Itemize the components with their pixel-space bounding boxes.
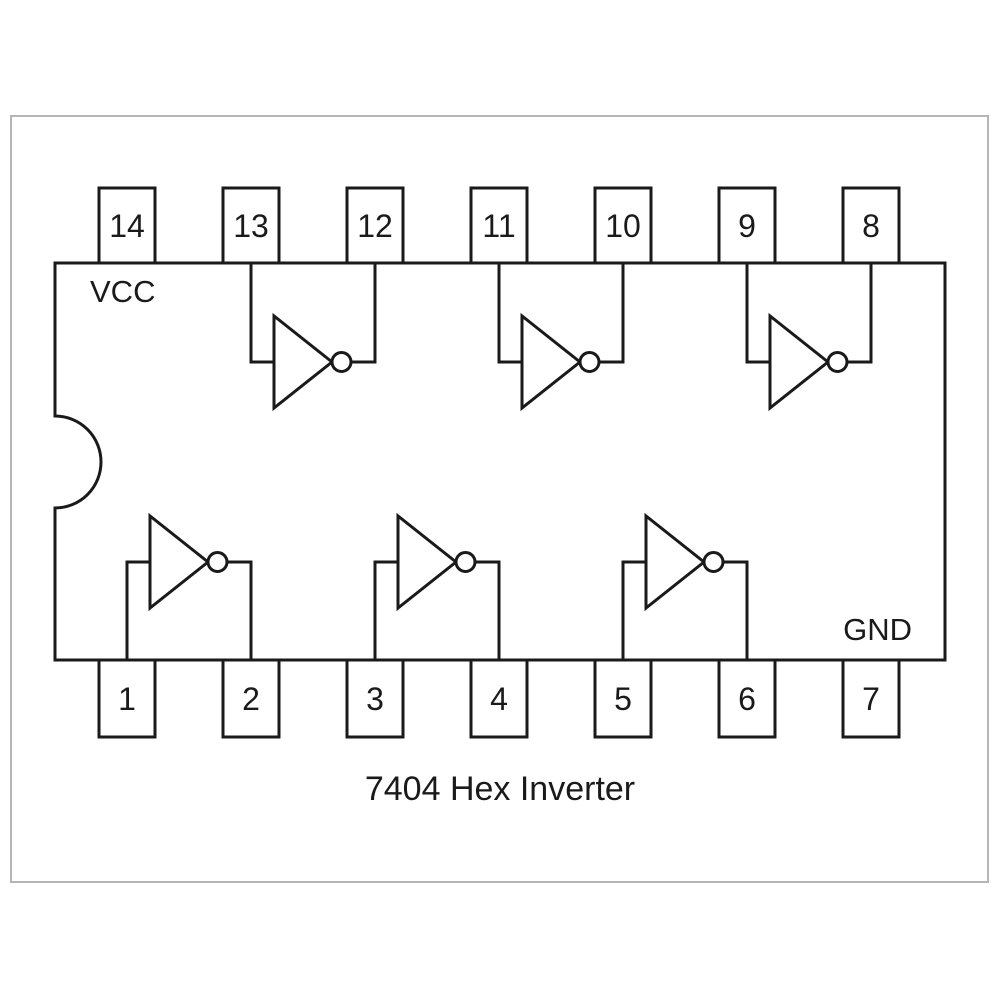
gate-4-triangle xyxy=(148,512,211,612)
gate-5-input-wire xyxy=(373,560,398,660)
pin-1-box xyxy=(97,658,157,739)
pin-7-label: 7 xyxy=(862,681,880,717)
pin-5-box xyxy=(593,658,653,739)
inverter-gate-2 xyxy=(497,263,625,412)
vcc-label: VCC xyxy=(90,274,155,309)
pin-9-label: 9 xyxy=(738,208,756,244)
gate-3-inversion-bubble xyxy=(826,351,849,373)
pin-3-label: 3 xyxy=(366,681,384,717)
pin-11-label: 11 xyxy=(482,208,515,244)
gate-5-inversion-bubble xyxy=(454,551,477,573)
inverter-gate-4 xyxy=(125,512,253,660)
gate-1-inversion-bubble xyxy=(330,351,353,373)
pin-9-box xyxy=(717,186,777,265)
inverter-gate-6 xyxy=(621,512,749,660)
inverter-gate-5 xyxy=(373,512,501,660)
gate-6-input-wire xyxy=(621,560,646,660)
pin-13-label: 13 xyxy=(233,208,269,244)
gnd-label: GND xyxy=(843,612,912,647)
gate-1-output-wire xyxy=(351,263,377,364)
pin-11: 11 xyxy=(469,186,529,265)
pin-4-label: 4 xyxy=(490,681,508,717)
pin-7-box xyxy=(841,658,901,739)
inverter-gate-1 xyxy=(249,263,377,412)
gate-6-inversion-bubble xyxy=(702,551,725,573)
diagram-title: 7404 Hex Inverter xyxy=(365,770,635,808)
gate-4-input-wire xyxy=(125,560,150,660)
gate-5-output-wire xyxy=(475,560,501,660)
gate-5-triangle xyxy=(396,512,459,612)
pin-12-label: 12 xyxy=(357,208,393,244)
pin-14: 14 xyxy=(97,186,157,265)
pin-4: 4 xyxy=(469,658,529,739)
pin-6-box xyxy=(717,658,777,739)
gate-1-input-wire xyxy=(249,263,274,364)
pin-6: 6 xyxy=(717,658,777,739)
pin-4-box xyxy=(469,658,529,739)
gate-3-triangle xyxy=(768,312,831,412)
gate-2-triangle xyxy=(520,312,583,412)
pin-10-box xyxy=(593,186,653,265)
pin-12-box xyxy=(345,186,405,265)
pin-14-label: 14 xyxy=(109,208,145,244)
pin-14-box xyxy=(97,186,157,265)
pin-11-box xyxy=(469,186,529,265)
pin-3: 3 xyxy=(345,658,405,739)
pin-3-box xyxy=(345,658,405,739)
pin-2: 2 xyxy=(221,658,281,739)
pin-1: 1 xyxy=(97,658,157,739)
pin-2-box xyxy=(221,658,281,739)
pin-8: 8 xyxy=(841,186,901,265)
gate-4-output-wire xyxy=(227,560,253,660)
gate-2-input-wire xyxy=(497,263,522,364)
pin-8-box xyxy=(841,186,901,265)
pin-9: 9 xyxy=(717,186,777,265)
gate-2-output-wire xyxy=(599,263,625,364)
pin-12: 12 xyxy=(345,186,405,265)
pin-6-label: 6 xyxy=(738,681,756,717)
pin-10: 10 xyxy=(593,186,653,265)
gate-3-output-wire xyxy=(847,263,873,364)
pin-1-label: 1 xyxy=(118,681,136,717)
gate-1-triangle xyxy=(272,312,335,412)
inverter-gate-3 xyxy=(745,263,873,412)
gate-4-inversion-bubble xyxy=(206,551,229,573)
pin-2-label: 2 xyxy=(242,681,260,717)
pin-5: 5 xyxy=(593,658,653,739)
pin-13-box xyxy=(221,186,281,265)
pin-5-label: 5 xyxy=(614,681,632,717)
pin-7: 7 xyxy=(841,658,901,739)
gate-6-triangle xyxy=(644,512,707,612)
gate-2-inversion-bubble xyxy=(578,351,601,373)
gate-6-output-wire xyxy=(723,560,749,660)
pin-8-label: 8 xyxy=(862,208,880,244)
pin-10-label: 10 xyxy=(605,208,641,244)
gate-3-input-wire xyxy=(745,263,770,364)
pin-13: 13 xyxy=(221,186,281,265)
